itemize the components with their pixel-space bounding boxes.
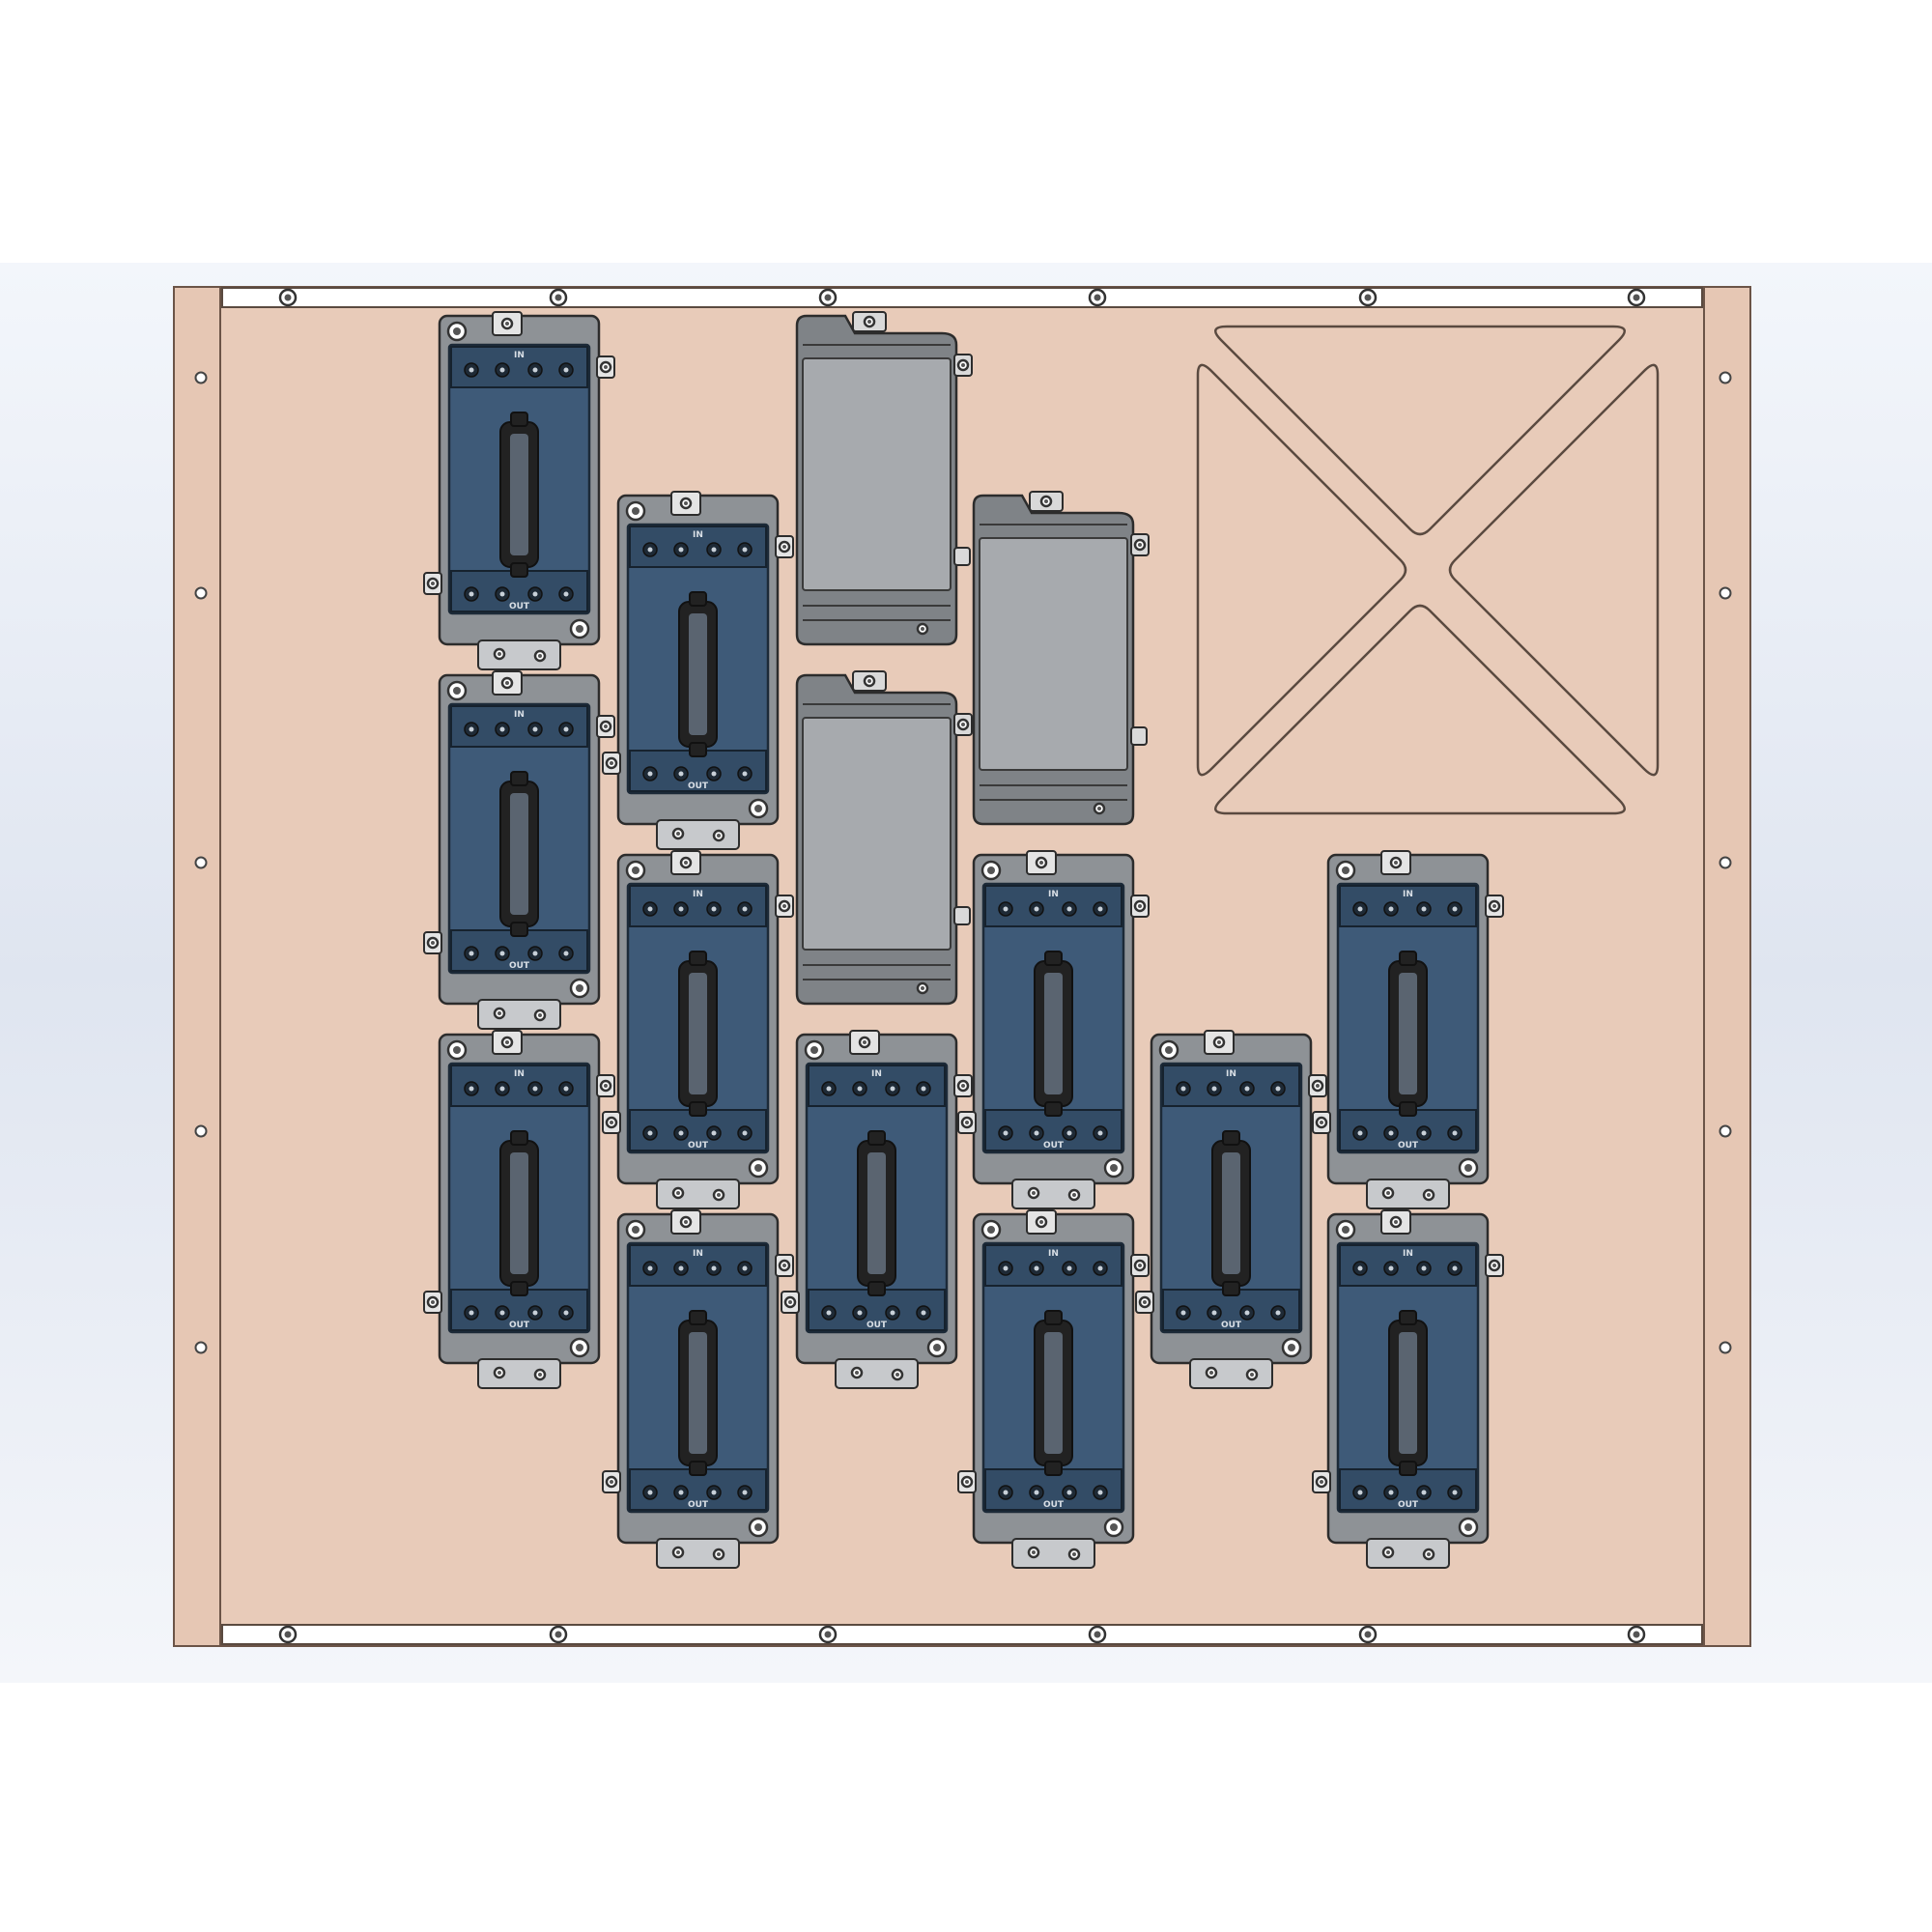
out-label: OUT bbox=[509, 961, 530, 971]
ventilation-cutout bbox=[1196, 325, 1660, 815]
right-rail bbox=[1703, 286, 1751, 1647]
out-label: OUT bbox=[1221, 1321, 1242, 1330]
rail-hole bbox=[1719, 371, 1732, 384]
screw-icon bbox=[278, 1625, 298, 1644]
side-tab bbox=[1130, 726, 1148, 746]
out-label: OUT bbox=[867, 1321, 888, 1330]
bottom-bracket bbox=[656, 1538, 740, 1569]
connector-module: IN OUT bbox=[602, 850, 794, 1209]
in-label: IN bbox=[871, 1069, 882, 1079]
in-label: IN bbox=[1403, 890, 1413, 899]
in-label: IN bbox=[693, 530, 703, 540]
in-label: IN bbox=[693, 1249, 703, 1259]
blank-cover-plate bbox=[795, 311, 973, 646]
top-mounting-strip bbox=[221, 287, 1703, 308]
connector-module: IN OUT bbox=[602, 491, 794, 850]
bottom-mounting-strip bbox=[221, 1624, 1703, 1645]
screw-icon bbox=[1358, 288, 1378, 307]
rail-hole bbox=[194, 1341, 208, 1354]
in-label: IN bbox=[514, 1069, 525, 1079]
out-label: OUT bbox=[688, 781, 709, 791]
rail-hole bbox=[194, 371, 208, 384]
screw-icon bbox=[1627, 1625, 1646, 1644]
out-label: OUT bbox=[688, 1500, 709, 1510]
connector-module: IN OUT bbox=[423, 1030, 615, 1389]
out-label: OUT bbox=[509, 1321, 530, 1330]
rail-hole bbox=[1719, 586, 1732, 600]
in-label: IN bbox=[693, 890, 703, 899]
connector-module: IN OUT bbox=[602, 1209, 794, 1569]
cover-plate bbox=[802, 717, 952, 951]
rail-hole bbox=[194, 856, 208, 869]
side-tab bbox=[953, 547, 971, 566]
screw-icon bbox=[1088, 1625, 1107, 1644]
bottom-bracket bbox=[1011, 1179, 1095, 1209]
rail-hole bbox=[1719, 856, 1732, 869]
connector-module: IN OUT bbox=[423, 670, 615, 1030]
screw-icon bbox=[1358, 1625, 1378, 1644]
bottom-bracket bbox=[477, 639, 561, 670]
mounting-panel bbox=[173, 286, 1751, 1647]
rail-hole bbox=[1719, 1341, 1732, 1354]
screw-icon bbox=[818, 1625, 838, 1644]
rail-holes bbox=[194, 371, 1732, 1354]
in-label: IN bbox=[1226, 1069, 1236, 1079]
bottom-bracket bbox=[477, 999, 561, 1030]
connector-module: IN OUT bbox=[1135, 1030, 1327, 1389]
bottom-bracket bbox=[1011, 1538, 1095, 1569]
screw-icon bbox=[549, 288, 568, 307]
connector-module: IN OUT bbox=[1312, 850, 1504, 1209]
out-label: OUT bbox=[1398, 1500, 1419, 1510]
out-label: OUT bbox=[688, 1141, 709, 1151]
bottom-bracket bbox=[1189, 1358, 1273, 1389]
connector-module: IN OUT bbox=[957, 1209, 1150, 1569]
screw-icon bbox=[818, 288, 838, 307]
screw-icon bbox=[278, 288, 298, 307]
connector-module: IN OUT bbox=[423, 311, 615, 670]
in-label: IN bbox=[1048, 1249, 1059, 1259]
blank-cover-plate bbox=[795, 670, 973, 1006]
bottom-bracket bbox=[835, 1358, 919, 1389]
module-layer: IN OUT IN OUT IN OUT IN OUT IN OUT IN OUT IN OUT IN OUT… bbox=[423, 311, 1504, 1569]
in-label: IN bbox=[1048, 890, 1059, 899]
side-tab bbox=[953, 906, 971, 925]
bottom-bracket bbox=[477, 1358, 561, 1389]
panel-screws bbox=[278, 288, 1646, 1644]
cover-plate bbox=[979, 537, 1128, 771]
bottom-bracket bbox=[656, 1179, 740, 1209]
blank-cover-plate bbox=[972, 491, 1150, 826]
screw-icon bbox=[1088, 288, 1107, 307]
bottom-bracket bbox=[1366, 1538, 1450, 1569]
connector-module: IN OUT bbox=[781, 1030, 973, 1389]
out-label: OUT bbox=[509, 602, 530, 611]
connector-module: IN OUT bbox=[1312, 1209, 1504, 1569]
connector-module: IN OUT bbox=[957, 850, 1150, 1209]
bottom-bracket bbox=[1366, 1179, 1450, 1209]
rail-hole bbox=[1719, 1124, 1732, 1138]
cover-plate bbox=[802, 357, 952, 591]
panel-plate bbox=[173, 286, 1751, 1647]
screw-icon bbox=[549, 1625, 568, 1644]
screw-icon bbox=[1627, 288, 1646, 307]
bottom-bracket bbox=[656, 819, 740, 850]
out-label: OUT bbox=[1398, 1141, 1419, 1151]
out-label: OUT bbox=[1043, 1500, 1065, 1510]
out-label: OUT bbox=[1043, 1141, 1065, 1151]
left-rail bbox=[173, 286, 221, 1647]
in-label: IN bbox=[1403, 1249, 1413, 1259]
in-label: IN bbox=[514, 351, 525, 360]
rail-hole bbox=[194, 586, 208, 600]
in-label: IN bbox=[514, 710, 525, 720]
rail-hole bbox=[194, 1124, 208, 1138]
